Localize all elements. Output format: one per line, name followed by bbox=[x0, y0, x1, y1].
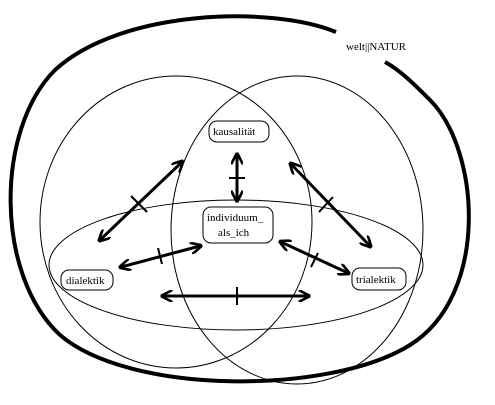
node-individuum-label-2: als_ich bbox=[218, 227, 250, 239]
tick-individuum-trialektik bbox=[310, 252, 319, 268]
node-kausalitaet-label: kausalität bbox=[213, 126, 255, 138]
arrow-dialektik-kausalitaet bbox=[100, 162, 182, 240]
tick-dialektik-individuum bbox=[157, 247, 163, 265]
node-trialektik-label: trialektik bbox=[356, 274, 396, 286]
tick-dialektik-kausalitaet bbox=[130, 195, 148, 213]
node-trialektik: trialektik bbox=[351, 267, 407, 291]
world-label: welt||NATUR bbox=[346, 41, 407, 53]
tick-kausalitaet-trialektik bbox=[318, 196, 334, 213]
node-dialektik: dialektik bbox=[60, 269, 114, 291]
arrow-kausalitaet-trialektik bbox=[291, 164, 370, 246]
node-individuum-label-1: individuum_ bbox=[207, 212, 264, 224]
node-kausalitaet: kausalität bbox=[208, 120, 270, 143]
node-dialektik-label: dialektik bbox=[66, 275, 105, 287]
world-boundary bbox=[8, 14, 471, 384]
node-individuum: individuum_ als_ich bbox=[202, 206, 274, 244]
arrow-individuum-trialektik bbox=[281, 242, 348, 273]
